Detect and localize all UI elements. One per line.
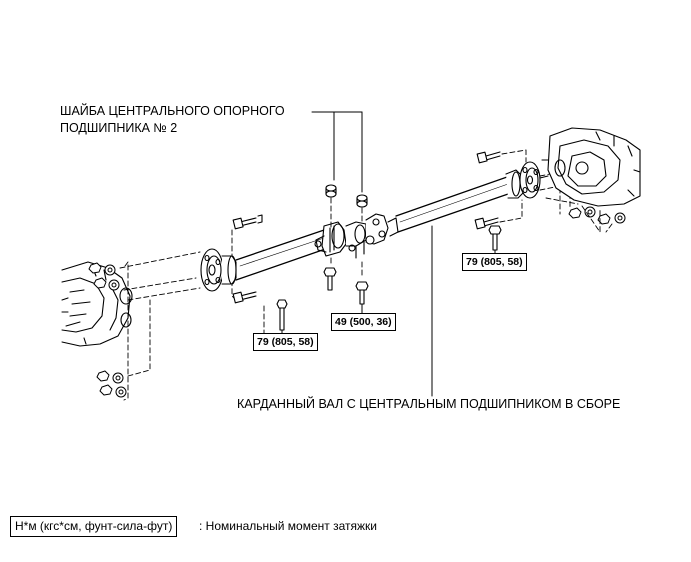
legend-units-box: Н*м (кгс*см, фунт-сила-фут) [10,516,178,537]
center-bolts-icon [323,267,369,305]
washer-label-line1: ШАЙБА ЦЕНТРАЛЬНОГО ОПОРНОГО [60,104,285,118]
front-dash-lines [119,229,265,401]
washer-leader-lines [311,111,363,193]
torque-center-bearing: 49 (500, 36) [331,313,396,331]
center-dash-lines [330,197,363,279]
front-hardware-icon [88,262,127,398]
rear-flange-icon [505,161,541,199]
torque-rear-flange: 79 (805, 58) [462,253,527,271]
front-tube-icon [235,227,335,281]
legend-description: : Номинальный момент затяжки [199,519,377,533]
center-bearing-icon [314,213,399,259]
center-washers-icon [325,184,368,208]
rear-hardware-dash-lines [581,205,613,233]
front-flange-bolts-icon [232,214,288,331]
torque-front-flange: 79 (805, 58) [253,333,318,351]
rear-housing-icon [539,127,641,207]
rear-tube-icon [395,175,515,233]
washer-label-line2: ПОДШИПНИКА № 2 [60,121,178,135]
shaft-assembly-label: КАРДАННЫЙ ВАЛ С ЦЕНТРАЛЬНЫМ ПОДШИПНИКОМ … [237,397,621,411]
front-flange-icon [200,248,237,292]
rear-hardware-icon [568,206,626,225]
front-housing-icon [61,261,133,347]
rear-flange-bolts-icon [474,151,502,251]
